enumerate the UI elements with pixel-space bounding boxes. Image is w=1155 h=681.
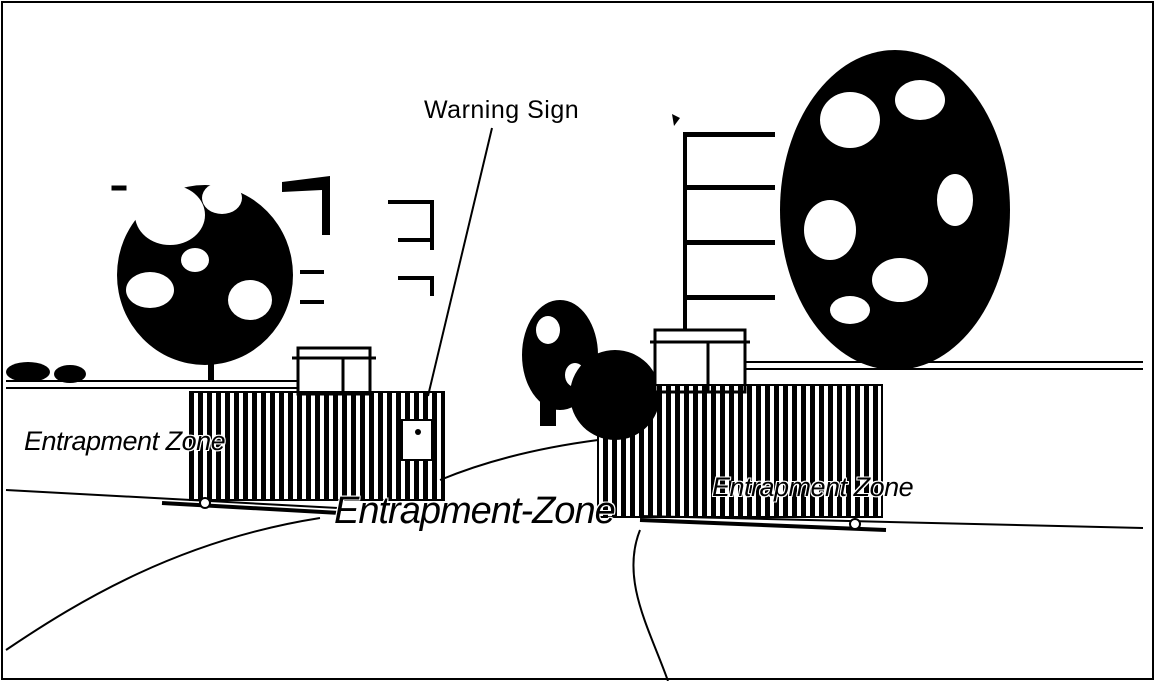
warning-sign-plate	[402, 420, 432, 460]
entrapment-zone-center-label: Entrapment-Zone	[334, 492, 615, 530]
tree-right	[780, 50, 1010, 370]
entrapment-zone-left-label: Entrapment Zone	[24, 428, 225, 455]
pillar-left	[292, 348, 376, 394]
entrapment-zone-right-label: Entrapment Zone	[712, 474, 913, 501]
warning-sign-label: Warning Sign	[424, 98, 579, 123]
gate-right	[598, 385, 886, 530]
pillar-right	[650, 330, 750, 392]
